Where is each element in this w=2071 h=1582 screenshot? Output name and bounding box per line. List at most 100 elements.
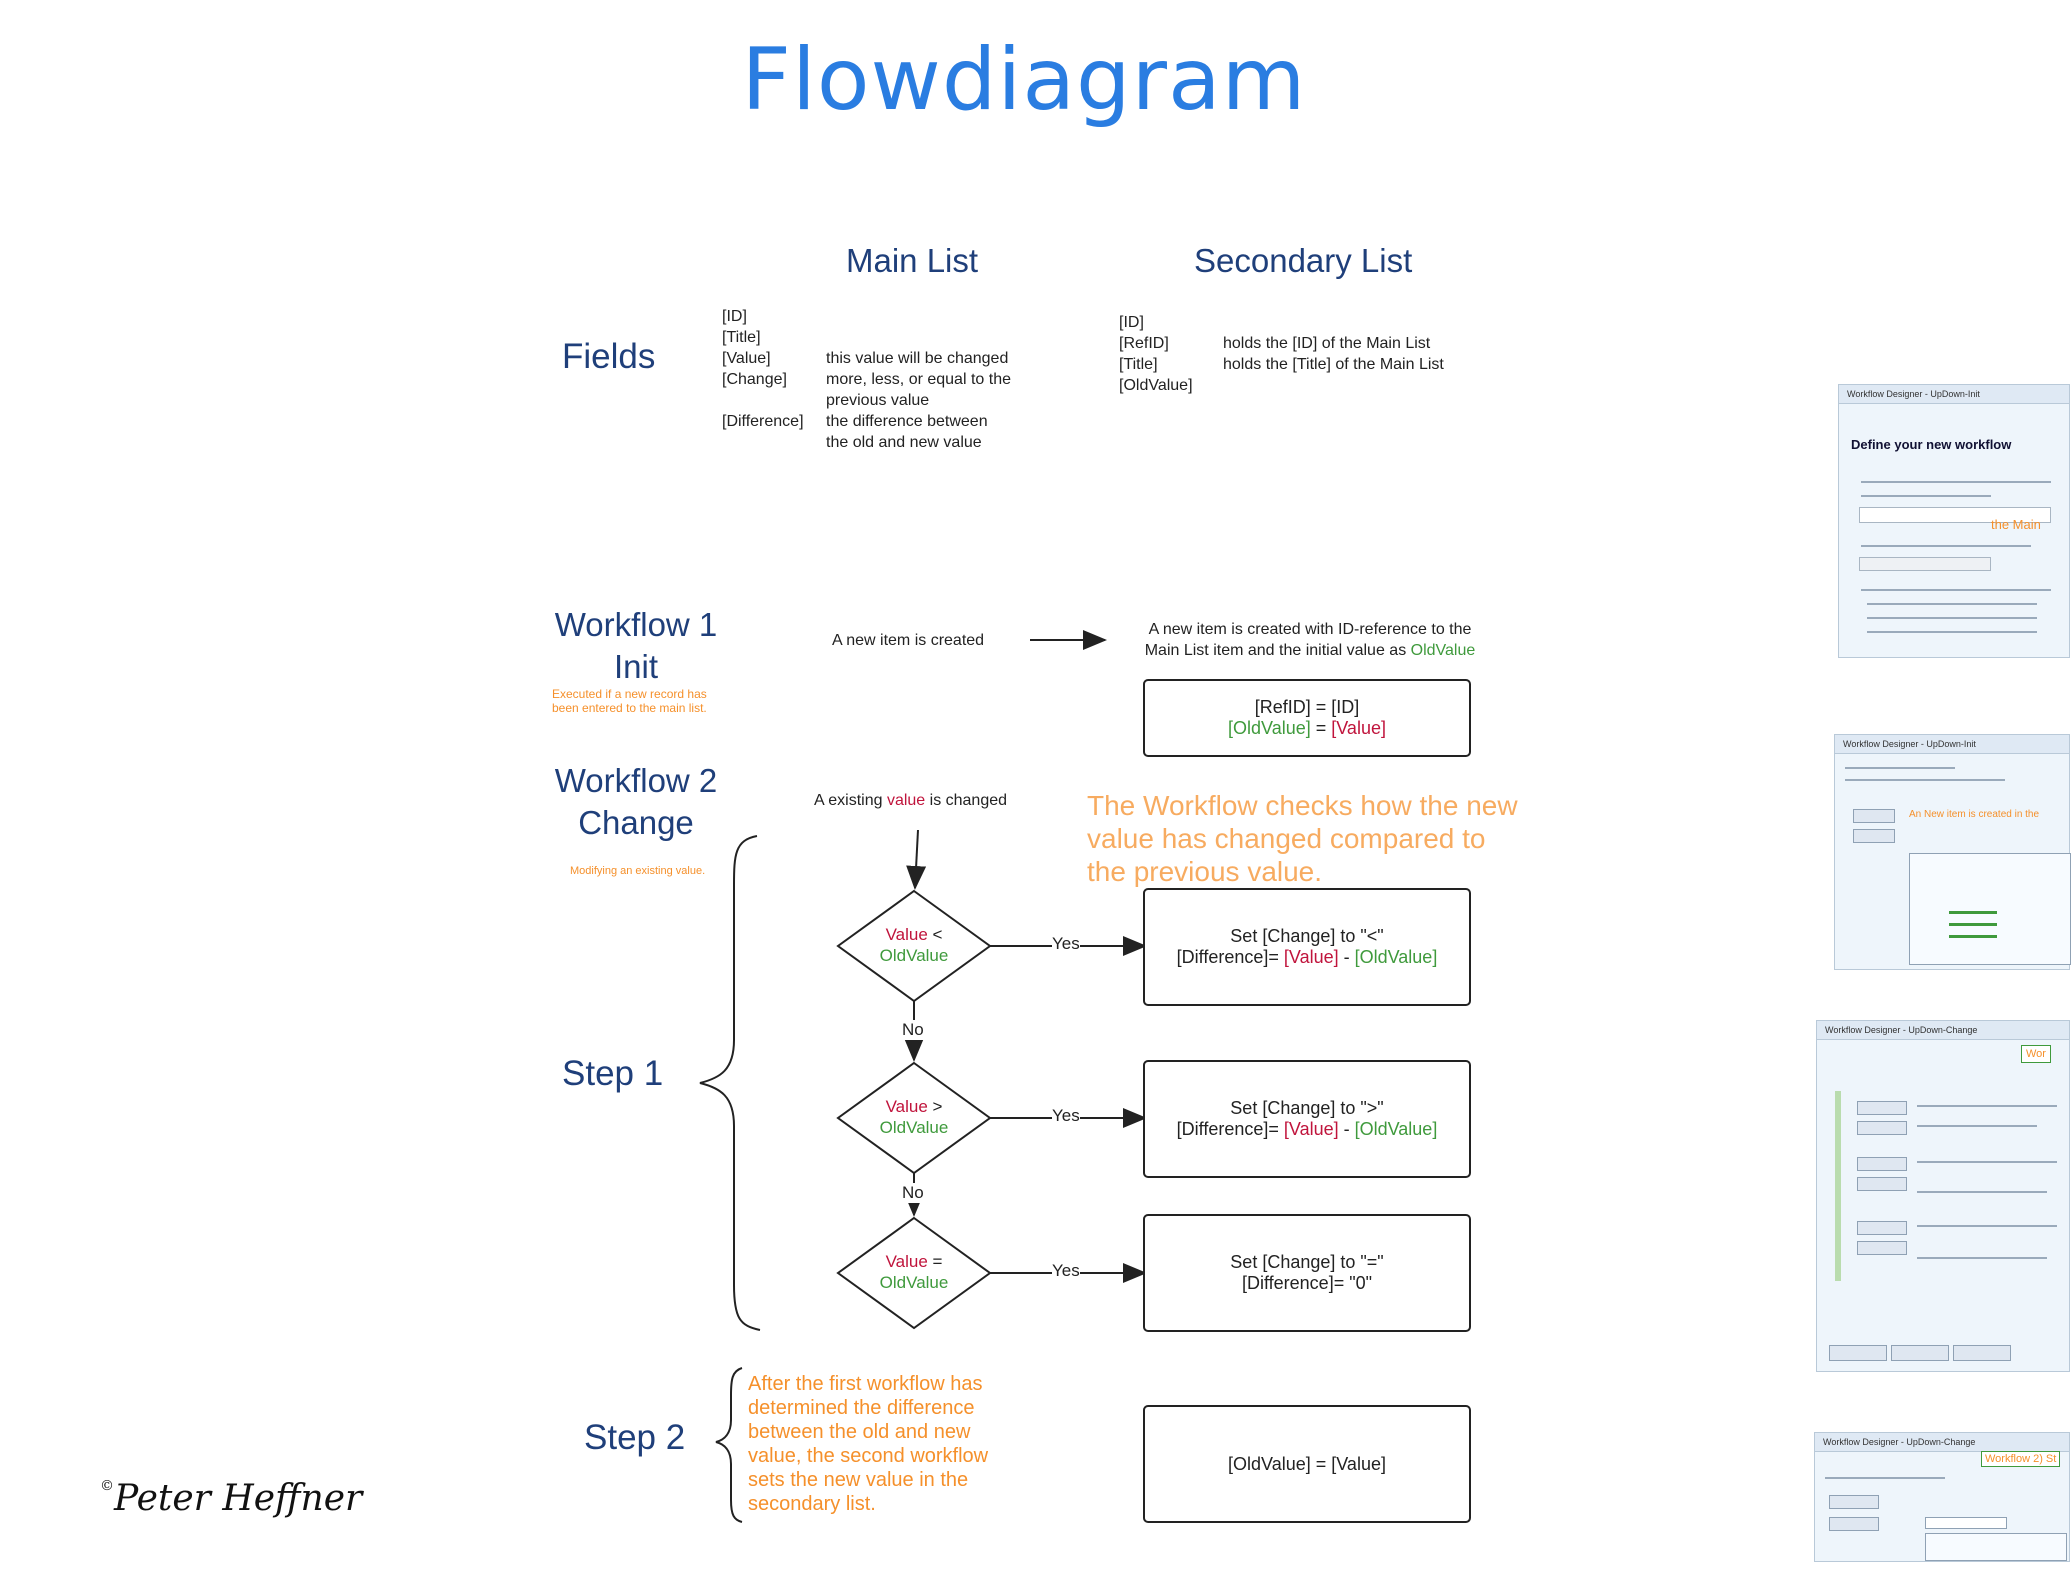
field-name: [Title] bbox=[1119, 356, 1158, 373]
field-name: [Value] bbox=[722, 350, 771, 367]
trigger-text: is changed bbox=[925, 792, 1008, 809]
workflow2-title-line1: Workflow 2 bbox=[554, 762, 718, 799]
value-text: Value bbox=[885, 1097, 928, 1116]
yes-label: Yes bbox=[1052, 934, 1080, 954]
value-text: [Value] bbox=[1283, 1119, 1339, 1139]
difference-text: [Difference]= bbox=[1176, 947, 1284, 967]
main-field-notes: this value will be changed more, less, o… bbox=[826, 306, 1011, 453]
difference-text: [Difference]= bbox=[1176, 1119, 1284, 1139]
oldvalue-text: OldValue bbox=[879, 946, 949, 965]
field-name: [ID] bbox=[722, 308, 747, 325]
field-note: more, less, or equal to the bbox=[826, 371, 1011, 388]
thumbnail-overlay: the Main bbox=[1991, 517, 2041, 532]
oldvalue-text: OldValue bbox=[1410, 642, 1476, 659]
thumbnail-workflow-init-step: Workflow Designer - UpDown-Init An New i… bbox=[1834, 734, 2071, 970]
workflow1-result-line1: A new item is created with ID-reference … bbox=[1148, 621, 1472, 638]
yes-label: Yes bbox=[1052, 1106, 1080, 1126]
field-note: this value will be changed bbox=[826, 350, 1009, 367]
thumbnail-title: Workflow Designer - UpDown-Change bbox=[1817, 1021, 2069, 1040]
action-box: Set [Change] to ">" [Difference]= [Value… bbox=[1143, 1060, 1471, 1178]
fields-label: Fields bbox=[562, 337, 656, 376]
workflow1-result: A new item is created with ID-reference … bbox=[1080, 619, 1540, 661]
main-list-heading: Main List bbox=[846, 242, 979, 279]
trigger-text: A existing bbox=[814, 792, 887, 809]
refid-assignment: [RefID] = [ID] bbox=[1254, 697, 1360, 717]
workflow2-title: Workflow 2 Change bbox=[536, 760, 736, 844]
value-text: Value bbox=[885, 1252, 928, 1271]
minus-text: - bbox=[1338, 1119, 1355, 1139]
step2-note: After the first workflow has determined … bbox=[748, 1373, 989, 1515]
workflow2-trigger: A existing value is changed bbox=[814, 790, 1007, 811]
oldvalue-text: [OldValue] bbox=[1228, 718, 1311, 738]
thumbnail-heading: Define your new workflow bbox=[1851, 437, 2012, 452]
step1-brace bbox=[699, 835, 761, 1331]
field-name: [OldValue] bbox=[1119, 377, 1193, 394]
field-note: holds the [ID] of the Main List bbox=[1223, 335, 1431, 352]
secondary-list-heading: Secondary List bbox=[1194, 242, 1413, 279]
action-box: Set [Change] to "<" [Difference]= [Value… bbox=[1143, 888, 1471, 1006]
field-name: [Title] bbox=[722, 329, 761, 346]
value-text: value bbox=[886, 792, 926, 809]
value-text: [Value] bbox=[1331, 718, 1386, 738]
field-note: the difference between bbox=[826, 413, 988, 430]
no-label: No bbox=[902, 1183, 924, 1203]
value-text: [Value] bbox=[1283, 947, 1339, 967]
thumbnail-workflow-init-settings: Workflow Designer - UpDown-Init Define y… bbox=[1838, 384, 2070, 658]
main-field-names: [ID] [Title] [Value] [Change] [Differenc… bbox=[722, 306, 804, 432]
thumbnail-title: Workflow Designer - UpDown-Init bbox=[1839, 385, 2069, 404]
condition-label: Value > OldValue bbox=[854, 1096, 974, 1138]
workflow2-title-line2: Change bbox=[578, 804, 694, 841]
field-name: [Change] bbox=[722, 371, 787, 388]
field-note: previous value bbox=[826, 392, 930, 409]
step2-brace bbox=[715, 1367, 743, 1523]
set-change-text: Set [Change] to "=" bbox=[1230, 1252, 1384, 1272]
set-change-text: Set [Change] to "<" bbox=[1230, 926, 1384, 946]
minus-text: - bbox=[1338, 947, 1355, 967]
workflow1-trigger: A new item is created bbox=[832, 632, 985, 649]
oldvalue-text: OldValue bbox=[879, 1118, 949, 1137]
step1-label: Step 1 bbox=[562, 1054, 664, 1093]
arrow-into-first-condition bbox=[906, 829, 927, 890]
condition-label: Value = OldValue bbox=[854, 1251, 974, 1293]
thumbnail-title: Workflow Designer - UpDown-Change bbox=[1815, 1433, 2069, 1452]
workflow1-title: Workflow 1 Init bbox=[536, 604, 736, 688]
field-note: the old and new value bbox=[826, 434, 982, 451]
workflow2-note: Modifying an existing value. bbox=[570, 865, 706, 877]
page-title: Flowdiagram bbox=[741, 30, 1307, 130]
set-change-text: Set [Change] to ">" bbox=[1230, 1098, 1384, 1118]
oldvalue-assignment: [OldValue] = [Value] bbox=[1228, 1453, 1386, 1474]
action-box: Set [Change] to "=" [Difference]= "0" bbox=[1143, 1214, 1471, 1332]
operator-text: = bbox=[927, 1252, 943, 1271]
workflow1-result-line2: Main List item and the initial value as bbox=[1144, 642, 1407, 659]
signature: ©Peter Heffner bbox=[100, 1478, 362, 1519]
thumbnail-title: Workflow Designer - UpDown-Init bbox=[1835, 735, 2069, 754]
oldvalue-text: [OldValue] bbox=[1354, 947, 1438, 967]
yes-label: Yes bbox=[1052, 1261, 1080, 1281]
step2-label: Step 2 bbox=[584, 1418, 686, 1457]
signature-text: Peter Heffner bbox=[114, 1478, 363, 1519]
equals-text: = bbox=[1310, 718, 1332, 738]
condition-label: Value < OldValue bbox=[854, 924, 974, 966]
value-text: Value bbox=[885, 925, 928, 944]
field-name: [ID] bbox=[1119, 314, 1144, 331]
thumbnail-overlay: Workflow 2) St bbox=[1981, 1451, 2061, 1467]
difference-text: [Difference]= "0" bbox=[1241, 1273, 1373, 1293]
workflow1-note: Executed if a new record has been entere… bbox=[552, 687, 707, 715]
operator-text: > bbox=[927, 1097, 943, 1116]
workflow2-check-note: The Workflow checks how the new value ha… bbox=[1087, 790, 1518, 887]
operator-text: < bbox=[927, 925, 943, 944]
step2-box: [OldValue] = [Value] bbox=[1143, 1405, 1471, 1523]
thumbnail-workflow-change-step2: Workflow Designer - UpDown-Change Workfl… bbox=[1814, 1432, 2070, 1562]
copyright-mark: © bbox=[100, 1478, 114, 1494]
field-name: [RefID] bbox=[1119, 335, 1169, 352]
secondary-field-names: [ID] [RefID] [Title] [OldValue] bbox=[1119, 312, 1193, 396]
field-note: holds the [Title] of the Main List bbox=[1223, 356, 1444, 373]
no-label: No bbox=[902, 1020, 924, 1040]
thumbnail-overlay: An New item is created in the bbox=[1909, 809, 2040, 820]
oldvalue-text: OldValue bbox=[879, 1273, 949, 1292]
workflow1-box: [RefID] = [ID] [OldValue] = [Value] bbox=[1143, 679, 1471, 757]
workflow1-title-line1: Workflow 1 bbox=[554, 606, 718, 643]
oldvalue-text: [OldValue] bbox=[1354, 1119, 1438, 1139]
thumbnail-overlay: Wor bbox=[2021, 1045, 2051, 1063]
